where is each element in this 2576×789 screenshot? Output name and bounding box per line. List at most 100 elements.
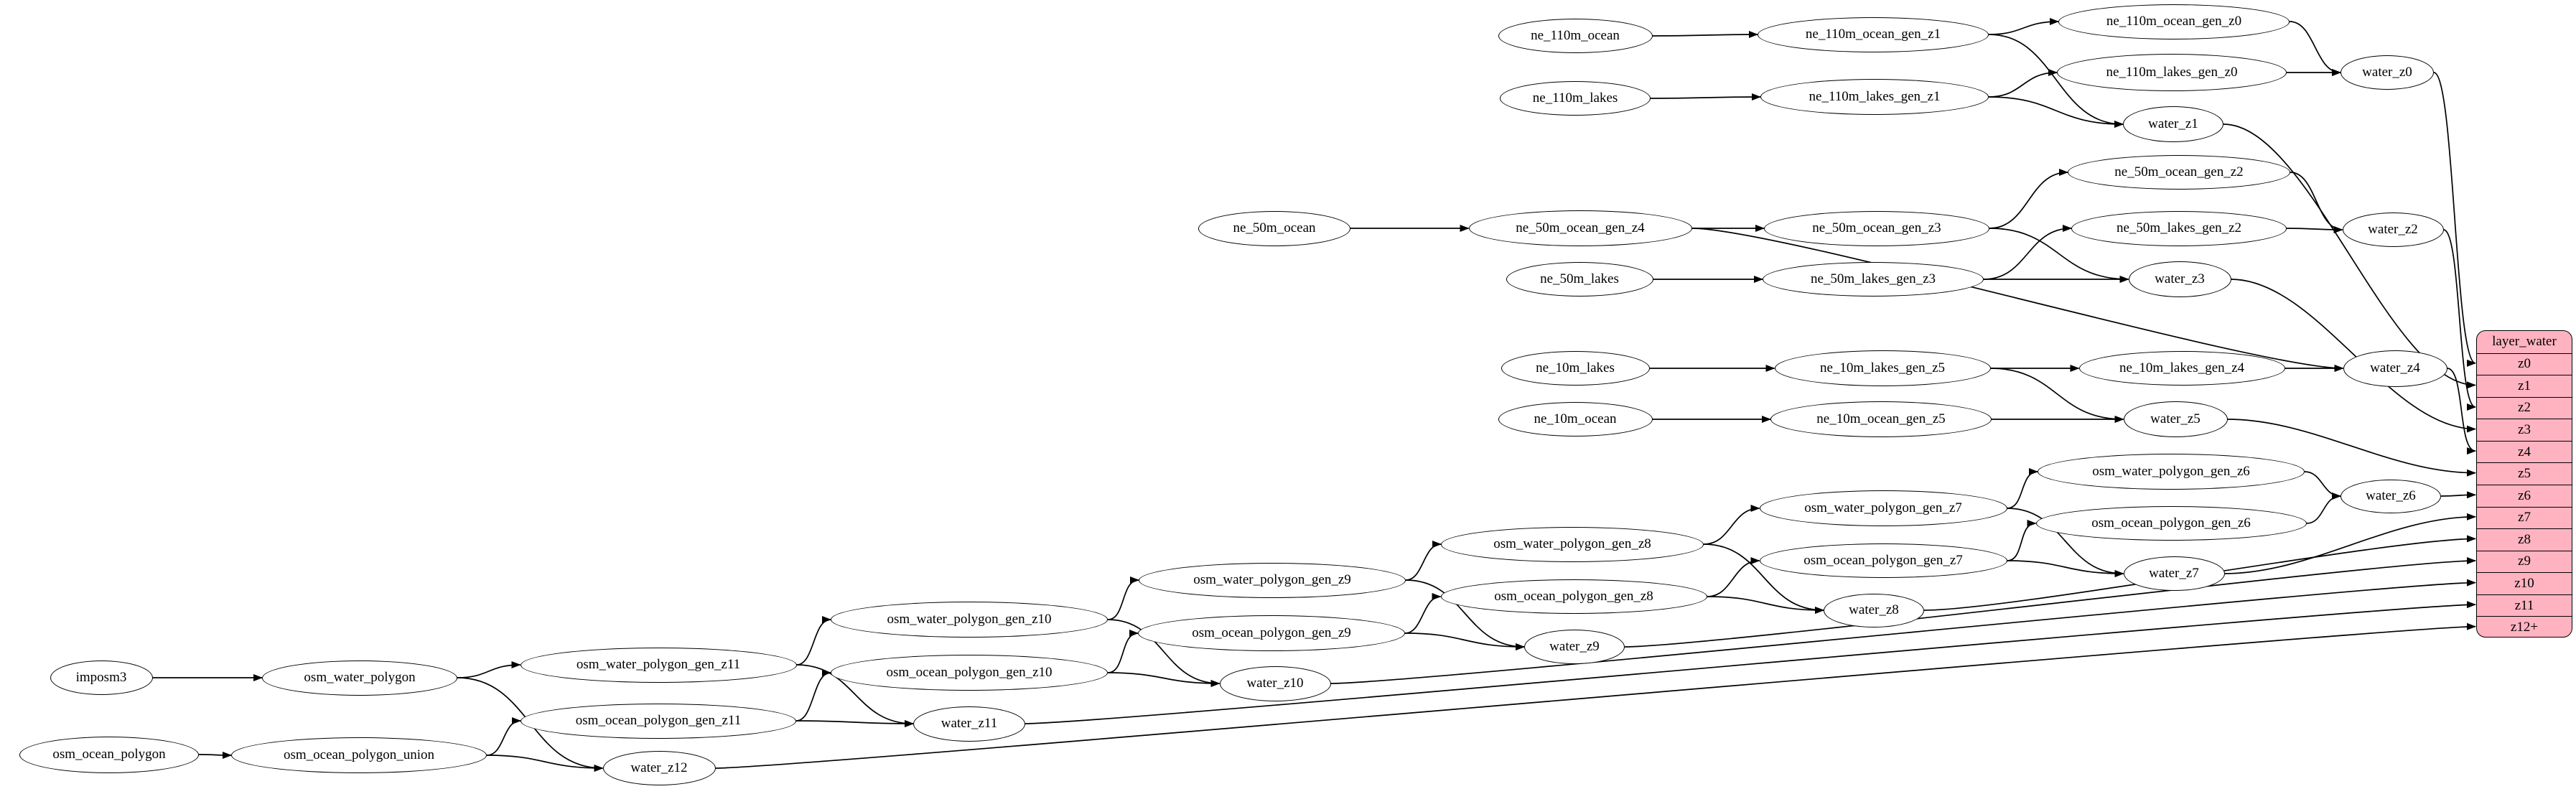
edge-osm_water_polygon_gen_z9-to-water_z9: [1405, 579, 1525, 650]
node-water_z7: water_z7: [2123, 556, 2225, 591]
edge-osm_water_polygon_gen_z8-to-water_z8: [1703, 543, 1824, 614]
node-osm_ocean_polygon: osm_ocean_polygon: [19, 736, 199, 773]
node-ne_110m_ocean: ne_110m_ocean: [1498, 19, 1653, 53]
node-osm_ocean_polygon_gen_z10: osm_ocean_polygon_gen_z10: [831, 655, 1108, 691]
edge-osm_ocean_polygon_union-to-water_z12: [486, 755, 604, 772]
edge-ne_50m_ocean_gen_z3-to-water_z3: [1989, 228, 2129, 283]
node-ne_50m_ocean_gen_z4: ne_50m_ocean_gen_z4: [1468, 210, 1692, 246]
node-ne_110m_lakes_gen_z0: ne_110m_lakes_gen_z0: [2057, 54, 2287, 91]
edge-osm_ocean_polygon_gen_z11-to-water_z11: [795, 719, 914, 727]
node-water_z8: water_z8: [1824, 593, 1924, 627]
node-water_z4: water_z4: [2343, 350, 2447, 387]
edge-osm_ocean_polygon_gen_z8-to-water_z8: [1707, 596, 1824, 614]
layer-water-row-z5: z5: [2477, 462, 2572, 485]
node-ne_10m_lakes_gen_z5: ne_10m_lakes_gen_z5: [1774, 350, 1991, 386]
layer-water-row-z2: z2: [2477, 396, 2572, 419]
node-ne_50m_lakes_gen_z3: ne_50m_lakes_gen_z3: [1763, 262, 1984, 297]
layer-water-table-title: layer_water: [2492, 334, 2557, 350]
edge-osm_ocean_polygon_gen_z8-to-osm_ocean_polygon_gen_z7: [1707, 557, 1760, 597]
node-water_z9: water_z9: [1524, 630, 1625, 664]
edge-water_z2-to-layer_water-z2: [2443, 229, 2476, 411]
node-ne_110m_ocean_gen_z0: ne_110m_ocean_gen_z0: [2058, 4, 2290, 39]
edge-osm_ocean_polygon_gen_z9-to-osm_ocean_polygon_gen_z8: [1404, 593, 1442, 634]
node-osm_ocean_polygon_gen_z8: osm_ocean_polygon_gen_z8: [1440, 579, 1707, 614]
node-water_z12: water_z12: [602, 751, 716, 785]
edge-osm_ocean_polygon_gen_z11-to-osm_ocean_polygon_gen_z10: [795, 669, 831, 722]
node-ne_50m_lakes: ne_50m_lakes: [1506, 262, 1653, 297]
node-water_z1: water_z1: [2123, 106, 2223, 142]
node-osm_water_polygon_gen_z8: osm_water_polygon_gen_z8: [1441, 526, 1704, 562]
node-water_z3: water_z3: [2128, 261, 2231, 297]
node-ne_10m_lakes: ne_10m_lakes: [1501, 351, 1650, 386]
edge-ne_110m_ocean_gen_z1-to-ne_110m_ocean_gen_z0: [1988, 18, 2059, 35]
node-water_z2: water_z2: [2342, 213, 2444, 247]
edge-osm_water_polygon_gen_z8-to-osm_water_polygon_gen_z7: [1703, 505, 1760, 545]
edge-ne_110m_ocean_gen_z0-to-water_z0: [2289, 21, 2341, 76]
edge-ne_50m_ocean_gen_z2-to-water_z2: [2290, 172, 2343, 233]
edge-water_z0-to-layer_water-z0: [2433, 72, 2476, 367]
layer-water-row-z6: z6: [2477, 484, 2572, 507]
edge-osm_ocean_polygon_gen_z6-to-water_z6: [2306, 492, 2341, 524]
edge-ne_110m_ocean_gen_z1-to-water_z1: [1988, 34, 2124, 128]
edge-ne_50m_ocean_gen_z3-to-ne_50m_ocean_gen_z2: [1989, 169, 2068, 229]
edge-osm_water_polygon_gen_z11-to-water_z11: [796, 664, 914, 727]
edge-osm_ocean_polygon_gen_z7-to-water_z7: [2007, 560, 2124, 577]
node-osm_ocean_polygon_union: osm_ocean_polygon_union: [231, 737, 487, 773]
edge-water_z12-to-layer_water-z12+: [715, 622, 2476, 769]
edge-water_z11-to-layer_water-z11: [1025, 601, 2476, 724]
edge-water_z10-to-layer_water-z10: [1330, 579, 2476, 684]
layer-water-row-z7: z7: [2477, 506, 2572, 529]
layer-water-row-z10: z10: [2477, 572, 2572, 594]
edge-osm_water_polygon-to-osm_water_polygon_gen_z11: [457, 661, 521, 678]
edge-osm_ocean_polygon_gen_z9-to-water_z9: [1404, 632, 1525, 650]
edge-water_z3-to-layer_water-z3: [2231, 279, 2476, 433]
node-osm_ocean_polygon_gen_z11: osm_ocean_polygon_gen_z11: [521, 703, 796, 739]
layer-water-row-z1: z1: [2477, 375, 2572, 397]
node-osm_water_polygon_gen_z7: osm_water_polygon_gen_z7: [1759, 490, 2007, 526]
edge-osm_water_polygon_gen_z11-to-osm_water_polygon_gen_z10: [796, 616, 831, 666]
node-ne_10m_ocean: ne_10m_ocean: [1498, 402, 1653, 436]
layer-water-row-z9: z9: [2477, 550, 2572, 573]
edge-osm_water_polygon_gen_z6-to-water_z6: [2304, 471, 2341, 500]
node-imposm3: imposm3: [50, 660, 153, 695]
node-ne_50m_ocean: ne_50m_ocean: [1198, 210, 1350, 246]
node-water_z0: water_z0: [2341, 55, 2434, 90]
node-ne_50m_lakes_gen_z2: ne_50m_lakes_gen_z2: [2071, 210, 2287, 246]
edge-ne_10m_lakes_gen_z5-to-water_z5: [1990, 368, 2124, 423]
node-osm_water_polygon_gen_z11: osm_water_polygon_gen_z11: [520, 647, 797, 683]
edge-ne_50m_ocean_gen_z4-to-water_z4: [1691, 228, 2344, 372]
node-water_z6: water_z6: [2341, 479, 2441, 513]
node-ne_50m_ocean_gen_z2: ne_50m_ocean_gen_z2: [2068, 155, 2290, 190]
edge-ne_110m_lakes_gen_z1-to-ne_110m_lakes_gen_z0: [1988, 69, 2058, 98]
node-osm_ocean_polygon_gen_z7: osm_ocean_polygon_gen_z7: [1759, 543, 2007, 578]
node-ne_110m_ocean_gen_z1: ne_110m_ocean_gen_z1: [1758, 17, 1989, 52]
node-ne_110m_lakes: ne_110m_lakes: [1500, 81, 1651, 116]
node-ne_10m_ocean_gen_z5: ne_10m_ocean_gen_z5: [1770, 401, 1992, 437]
layer-water-row-z4: z4: [2477, 440, 2572, 463]
node-osm_water_polygon_gen_z10: osm_water_polygon_gen_z10: [831, 602, 1108, 638]
edge-ne_110m_ocean-to-ne_110m_ocean_gen_z1: [1652, 31, 1758, 39]
edge-water_z4-to-layer_water-z4: [2447, 368, 2476, 455]
node-osm_water_polygon: osm_water_polygon: [262, 660, 457, 696]
edge-water_z7-to-layer_water-z7: [2224, 513, 2476, 574]
edge-osm_ocean_polygon_union-to-osm_ocean_polygon_gen_z11: [486, 717, 521, 756]
layer-water-row-z11: z11: [2477, 594, 2572, 617]
edge-osm_ocean_polygon_gen_z10-to-osm_ocean_polygon_gen_z9: [1107, 630, 1139, 673]
node-ne_110m_lakes_gen_z1: ne_110m_lakes_gen_z1: [1760, 79, 1989, 115]
node-water_z5: water_z5: [2123, 401, 2228, 437]
edge-water_z9-to-layer_water-z9: [1624, 557, 2476, 648]
node-ne_10m_lakes_gen_z4: ne_10m_lakes_gen_z4: [2078, 351, 2285, 386]
edge-osm_water_polygon_gen_z10-to-water_z10: [1107, 619, 1221, 687]
node-osm_water_polygon_gen_z6: osm_water_polygon_gen_z6: [2038, 454, 2305, 490]
edge-ne_50m_lakes_gen_z3-to-ne_50m_lakes_gen_z2: [1983, 225, 2072, 280]
node-water_z10: water_z10: [1219, 666, 1331, 701]
edge-osm_water_polygon_gen_z10-to-osm_water_polygon_gen_z9: [1107, 576, 1139, 620]
edge-osm_water_polygon_gen_z7-to-osm_water_polygon_gen_z6: [2007, 468, 2038, 509]
edge-osm_water_polygon_gen_z9-to-osm_water_polygon_gen_z8: [1405, 541, 1442, 581]
node-water_z11: water_z11: [913, 706, 1025, 742]
edge-ne_110m_lakes_gen_z1-to-water_z1: [1988, 96, 2124, 128]
layer-water-row-z0: z0: [2477, 353, 2572, 375]
